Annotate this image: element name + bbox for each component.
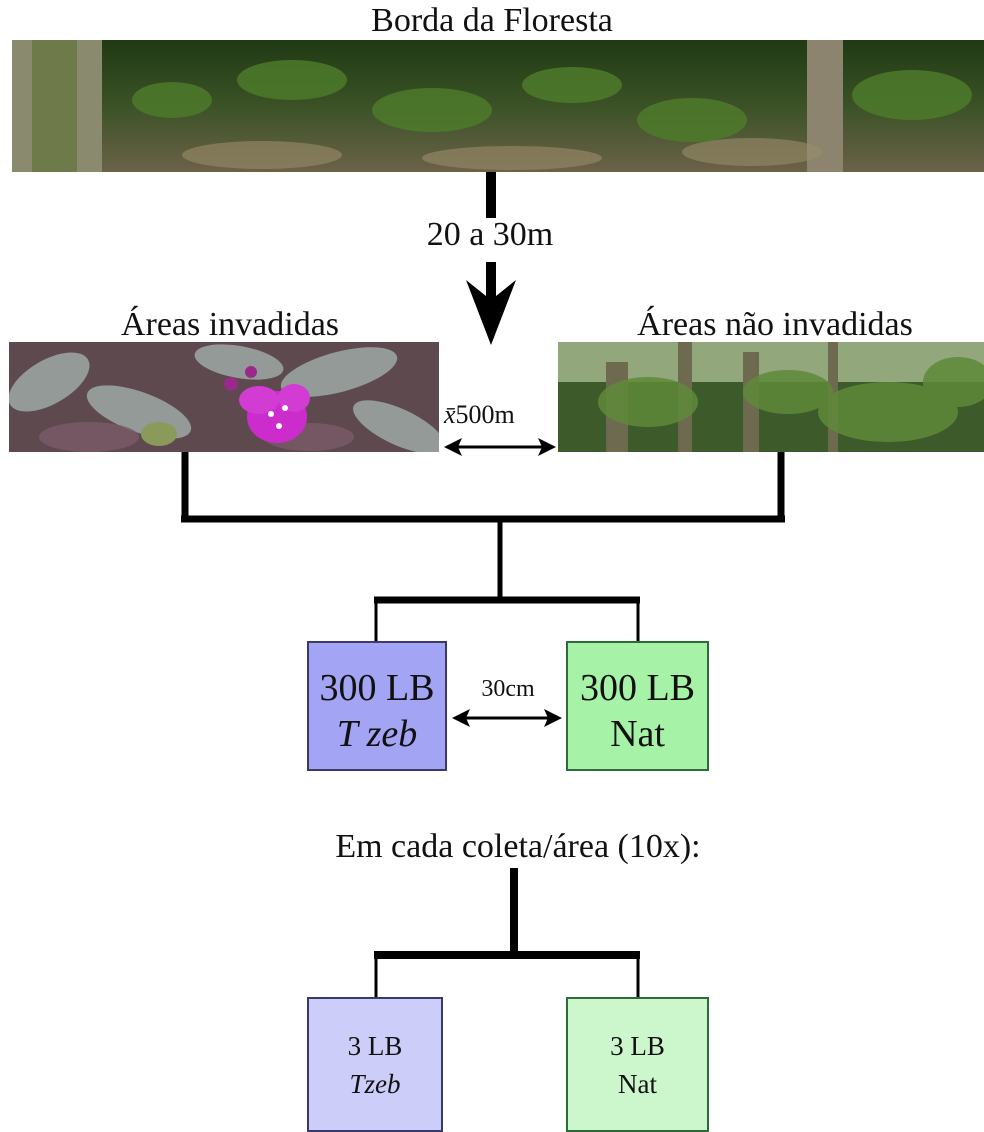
tzeb-subsample-name: Tzeb: [349, 1069, 401, 1099]
flower-icon: [224, 366, 310, 443]
mean-symbol: x̄: [444, 400, 456, 429]
left-arrow-icon: [444, 438, 462, 456]
tzeb-count: 300 LB: [319, 667, 435, 709]
mean-distance-value: 500m: [455, 400, 515, 429]
nat-subsample-box: 3 LB Nat: [566, 997, 709, 1132]
forest-edge-title: Borda da Floresta: [371, 2, 613, 39]
tzeb-subsample-box: 3 LB Tzeb: [307, 997, 443, 1132]
spacing-label: 30cm: [481, 676, 535, 702]
invaded-areas-label: Áreas invadidas: [120, 306, 340, 343]
down-arrow-icon: [466, 280, 516, 345]
tzeb-box: 300 LB T zeb: [307, 641, 447, 771]
tzeb-name: T zeb: [336, 713, 418, 755]
right-arrow-icon-2: [544, 709, 562, 727]
mean-distance-label: x̄500m: [444, 400, 515, 430]
right-arrow-icon: [538, 438, 556, 456]
left-arrow-icon-2: [452, 709, 470, 727]
tzeb-subsample-count: 3 LB: [347, 1031, 403, 1061]
nat-subsample-name: Nat: [618, 1069, 657, 1099]
edge-distance-label: 20 a 30m: [426, 216, 554, 253]
native-area-photo: [558, 342, 984, 452]
nat-name: Nat: [610, 713, 665, 755]
nat-subsample-count: 3 LB: [610, 1031, 665, 1061]
invaded-area-photo: [9, 342, 439, 452]
native-areas-label: Áreas não invadidas: [637, 306, 913, 343]
nat-count: 300 LB: [579, 667, 696, 709]
nat-box: 300 LB Nat: [566, 641, 709, 771]
subsample-heading: Em cada coleta/área (10x):: [335, 828, 701, 865]
forest-edge-photo: [12, 40, 984, 172]
